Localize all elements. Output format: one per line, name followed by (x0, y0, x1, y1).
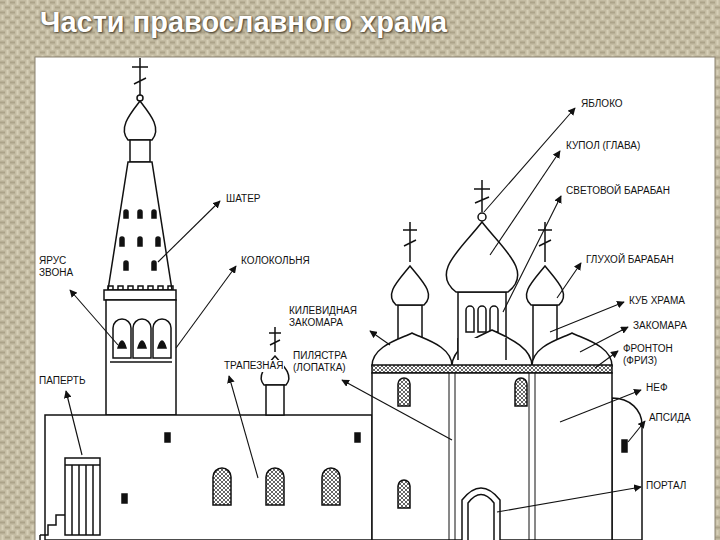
leader-lines-part (176, 266, 236, 348)
refectory-part (65, 465, 100, 535)
domes-part (391, 266, 428, 305)
main-church-part (372, 333, 452, 366)
bell-tower-part (110, 361, 172, 363)
title: Части православного храма (40, 6, 447, 39)
part-label: ПАПЕРТЬ (38, 375, 87, 387)
domes-part (478, 213, 486, 221)
refectory-part (269, 327, 281, 352)
leader-lines-part (580, 327, 628, 352)
bell-tower-part (124, 261, 156, 270)
main-church-part (458, 338, 506, 360)
bell-tower-part (130, 140, 150, 162)
leader-lines-part (342, 380, 452, 440)
part-label: КУБ ХРАМА (628, 295, 686, 307)
bell-tower-part (108, 286, 173, 290)
main-church-part (462, 488, 500, 540)
bell-tower-part (108, 162, 172, 290)
main-church-part (372, 365, 612, 373)
main-church-part (398, 378, 527, 508)
bell-tower (104, 58, 176, 415)
domes-part (403, 222, 417, 262)
refectory-part (45, 415, 372, 540)
part-label: ЯРУС ЗВОНА (38, 255, 82, 278)
refectory-part (65, 458, 100, 535)
leader-lines-part (66, 391, 82, 455)
part-label: ТРАПЕЗНАЯ (223, 360, 284, 372)
part-label: КОЛОКОЛЬНЯ (240, 255, 311, 267)
main-church-part (622, 440, 627, 452)
refectory-part (39, 535, 41, 540)
part-label: ЗАКОМАРА (632, 320, 688, 332)
refectory-part (165, 433, 170, 442)
main-church-part (612, 398, 642, 540)
leader-lines-part (560, 390, 641, 422)
leader-lines-part (497, 487, 641, 512)
refectory-part (122, 494, 127, 503)
main-church-part (452, 330, 532, 366)
main-church-part (458, 338, 506, 360)
leader-lines-part (503, 196, 561, 312)
bell-tower-part (104, 290, 176, 300)
white-panel (35, 57, 715, 540)
domes-part (466, 306, 498, 332)
main-church-part (372, 373, 612, 540)
leader-lines-part (70, 290, 118, 345)
domes-part (446, 222, 518, 292)
refectory-part (40, 515, 65, 535)
part-label: КУПОЛ (ГЛАВА) (565, 140, 641, 152)
part-label: АПСИДА (648, 412, 692, 424)
leader-lines-part (550, 302, 624, 332)
part-label: ЯБЛОКО (580, 98, 624, 110)
leader-lines-part (370, 331, 390, 345)
bell-tower-part (124, 210, 156, 218)
part-label: ПИЛЯСТРА (ЛОПАТКА) (292, 350, 370, 373)
main-church (372, 330, 642, 540)
bell-tower-part (120, 237, 160, 246)
leader-lines-part (229, 376, 258, 478)
refectory-part (213, 468, 340, 505)
refectory-part (355, 433, 360, 442)
part-label: ФРОНТОН (ФРИЗ) (622, 343, 686, 366)
part-label: ГЛУХОЙ БАРАБАН (585, 254, 675, 266)
leader-lines-part (628, 421, 645, 442)
refectory-part (266, 385, 284, 415)
main-church-part (532, 333, 612, 366)
bell-tower-part (113, 319, 171, 358)
leader-lines-part (557, 263, 581, 298)
domes-part (458, 292, 506, 362)
refectory (40, 327, 372, 540)
bell-tower-part (118, 341, 166, 348)
part-label: ПОРТАЛ (645, 480, 687, 492)
leader-lines-part (158, 201, 220, 262)
part-label: ШАТЕР (225, 193, 262, 205)
leader-lines-part (490, 151, 560, 255)
part-label: СВЕТОВОЙ БАРАБАН (565, 185, 671, 197)
main-church-part (468, 495, 494, 540)
bell-tower-part (132, 58, 148, 95)
bell-tower-part (124, 101, 156, 140)
part-label: КИЛЕВИДНАЯ ЗАКОМАРА (288, 305, 366, 328)
domes-part (526, 266, 563, 305)
part-label: НЕФ (645, 382, 669, 394)
leader-lines (66, 108, 645, 512)
bell-tower-part (106, 300, 176, 415)
leader-lines-part (595, 351, 618, 368)
